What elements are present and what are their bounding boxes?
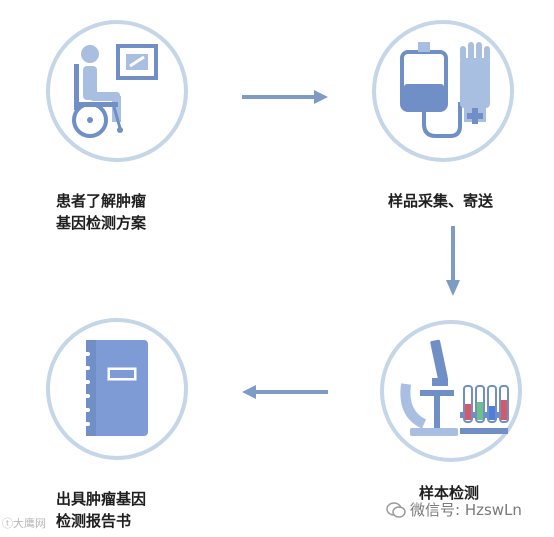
- report-book-icon: [80, 340, 148, 436]
- arrow-right-icon: [242, 90, 328, 104]
- step4-circle: [46, 318, 188, 460]
- patient-wheelchair-icon: [72, 44, 158, 138]
- step2-label-line1: 样品采集、寄送: [388, 192, 494, 210]
- step3-label: 样本检测: [419, 482, 479, 504]
- step3-circle: [380, 320, 522, 462]
- wechat-id-text: 微信号: HzswLn: [410, 501, 522, 519]
- arrow-down-icon: [446, 226, 460, 296]
- step2-label: 样品采集、寄送: [388, 190, 493, 212]
- wechat-icon: [386, 502, 406, 518]
- blood-bag-glove-icon: [400, 42, 490, 138]
- step1-circle: [46, 20, 188, 162]
- step3-label-line1: 样本检测: [419, 484, 480, 502]
- step1-label: 患者了解肿瘤 基因检测方案: [56, 190, 146, 234]
- watermark-left: ⓣ大鹰网: [2, 517, 46, 530]
- step1-label-line1: 患者了解肿瘤: [56, 192, 147, 210]
- step4-label: 出具肿瘤基因 检测报告书: [56, 488, 146, 532]
- step4-label-line2: 检测报告书: [56, 512, 132, 530]
- arrow-left-icon: [242, 385, 328, 399]
- watermark-right: 微信号: HzswLn: [386, 499, 522, 520]
- microscope-test-tubes-icon: [400, 339, 509, 436]
- step2-circle: [372, 20, 514, 162]
- step1-label-line2: 基因检测方案: [56, 214, 147, 232]
- step4-label-line1: 出具肿瘤基因: [56, 490, 147, 508]
